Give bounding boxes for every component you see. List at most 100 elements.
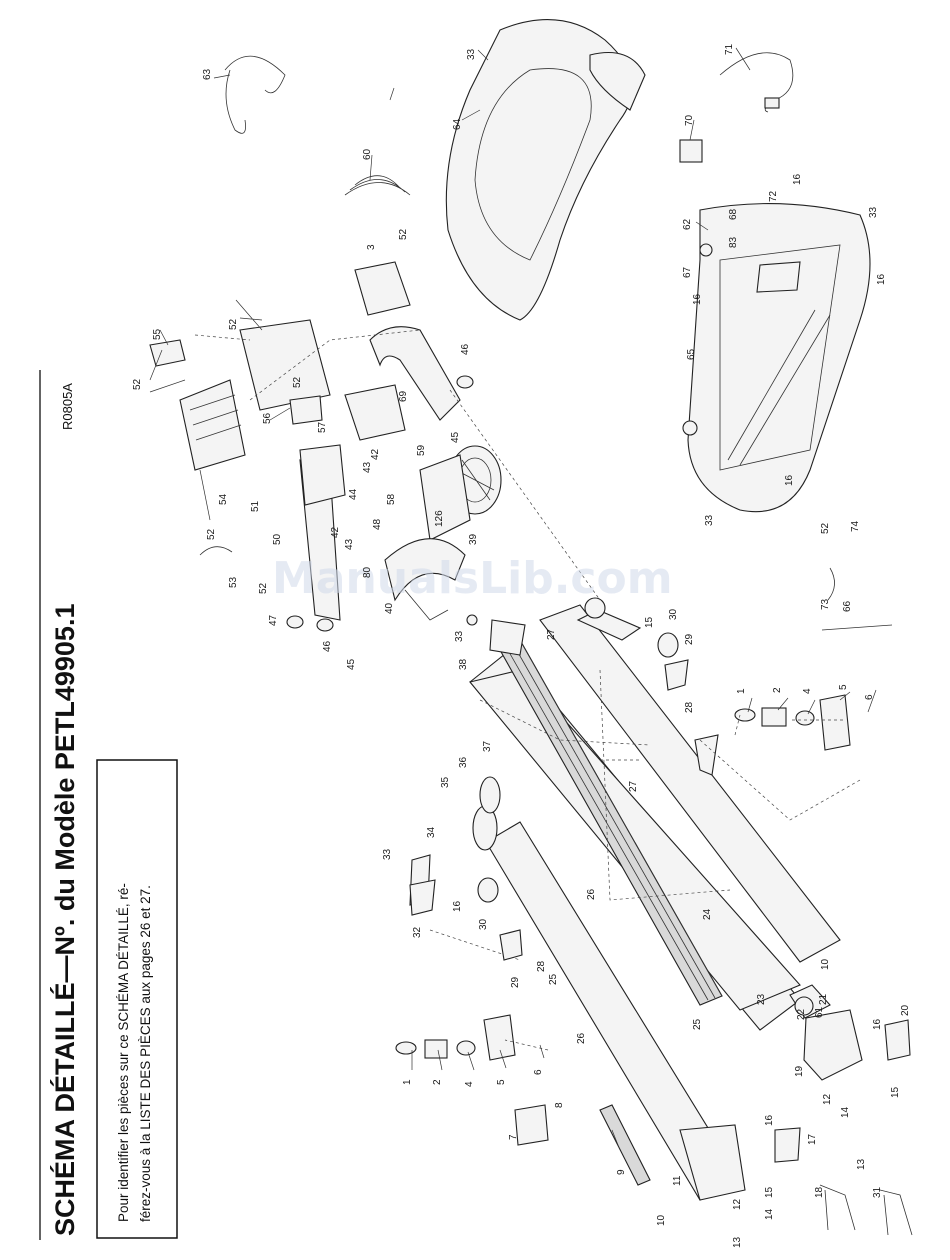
callout-part-2: 2: [772, 687, 783, 693]
callout-part-46: 46: [460, 343, 471, 355]
callout-part-61: 61: [814, 1006, 825, 1018]
callout-part-15: 15: [764, 1186, 775, 1198]
controller-plate: [239, 319, 331, 411]
decal-9: [599, 1104, 651, 1186]
callout-part-46: 46: [322, 640, 333, 652]
callout-part-59: 59: [416, 444, 427, 456]
upright-bracket: [344, 384, 406, 441]
callout-part-1: 1: [402, 1079, 413, 1085]
roller-pulley-2: [424, 1039, 448, 1059]
callout-part-52: 52: [258, 582, 269, 594]
motor-controller: [179, 379, 246, 471]
callout-part-30: 30: [478, 918, 489, 930]
roller-bracket-5: [483, 1014, 516, 1061]
front-bracket-right: [489, 619, 526, 656]
treadmill-base: [682, 203, 871, 513]
callout-part-33: 33: [454, 630, 465, 642]
callout-part-16: 16: [784, 474, 795, 486]
callout-part-19: 19: [794, 1065, 805, 1077]
callout-part-11: 11: [672, 1175, 683, 1186]
callout-part-25: 25: [692, 1018, 703, 1030]
callout-part-33: 33: [382, 848, 393, 860]
callout-part-24: 24: [702, 908, 713, 920]
callout-part-68: 68: [728, 208, 739, 220]
callout-part-32: 32: [412, 926, 423, 938]
callout-part-29: 29: [510, 976, 521, 988]
callout-part-12: 12: [822, 1093, 833, 1105]
callout-part-13: 13: [856, 1158, 867, 1170]
callout-part-4: 4: [464, 1081, 475, 1087]
callout-part-14: 14: [840, 1106, 851, 1118]
callout-part-80: 80: [362, 566, 373, 578]
callout-part-31: 31: [872, 1186, 883, 1198]
callout-part-45: 45: [450, 431, 461, 443]
callout-part-34: 34: [426, 826, 437, 838]
callout-part-52: 52: [206, 528, 217, 540]
motor-hood: [445, 19, 646, 321]
callout-part-28: 28: [536, 960, 547, 972]
callout-part-37: 37: [482, 740, 493, 752]
base-pan: [687, 203, 871, 513]
callout-part-14: 14: [764, 1208, 775, 1220]
callout-part-52: 52: [398, 228, 409, 240]
callout-part-10: 10: [656, 1214, 667, 1226]
hardware-parts: [199, 52, 913, 1236]
rear-foot-cover: [803, 1009, 863, 1081]
callout-part-55: 55: [152, 328, 163, 340]
callout-part-36: 36: [458, 756, 469, 768]
callout-part-15: 15: [644, 616, 655, 628]
watermark: ManualsLib.com: [272, 553, 673, 604]
callout-part-16: 16: [692, 293, 703, 305]
callout-part-30: 30: [668, 608, 679, 620]
callout-part-52: 52: [132, 378, 143, 390]
callout-part-42: 42: [370, 448, 381, 460]
callout-part-72: 72: [768, 190, 779, 202]
callout-part-42: 42: [330, 526, 341, 538]
callout-part-27: 27: [628, 780, 639, 792]
callout-part-51: 51: [250, 500, 261, 512]
callout-part-50: 50: [272, 533, 283, 545]
callout-part-53: 53: [228, 576, 239, 588]
callout-part-67: 67: [682, 266, 693, 278]
callout-part-60: 60: [362, 148, 373, 160]
callout-part-6: 6: [533, 1069, 544, 1075]
callout-part-8: 8: [554, 1102, 565, 1108]
callout-part-45: 45: [346, 658, 357, 670]
cushion-30a: [477, 877, 499, 903]
callout-part-26: 26: [576, 1032, 587, 1044]
rear-end-cap: [679, 1124, 746, 1201]
callout-part-16: 16: [452, 900, 463, 912]
treadmill-frame: [429, 597, 863, 1201]
callout-part-26: 26: [586, 888, 597, 900]
wire-harness-60: [344, 175, 411, 196]
callout-part-38: 38: [458, 658, 469, 670]
frame-bracket: [694, 734, 719, 776]
callout-part-63: 63: [202, 68, 213, 80]
callout-part-56: 56: [262, 412, 273, 424]
callout-part-7: 7: [508, 1134, 519, 1140]
callout-part-40: 40: [384, 602, 395, 614]
callout-part-33: 33: [868, 206, 879, 218]
instructions-line-2: férez-vous à la LISTE DES PIÈCES aux pag…: [138, 885, 153, 1222]
callout-part-39: 39: [468, 533, 479, 545]
instructions-box: [96, 759, 178, 1239]
callout-part-23: 23: [756, 993, 767, 1005]
wire-53: [199, 546, 233, 556]
cable-63: [224, 55, 286, 134]
hood-shell: [445, 19, 633, 321]
header-area: SCHÉMA DÉTAILLÉ—Nº. du Modèle PETL49905.…: [39, 370, 178, 1240]
part-callouts: 1 2 4 5 6 7 8 9 10 11 12 13 14 15 16 17 …: [132, 43, 911, 1248]
callout-part-2: 2: [432, 1079, 443, 1085]
callout-part-126: 126: [434, 510, 445, 527]
callout-part-74: 74: [850, 520, 861, 532]
callout-part-28: 28: [684, 701, 695, 713]
callout-part-71: 71: [724, 43, 735, 55]
transformer: [149, 339, 186, 367]
cushion-30b: [657, 632, 679, 658]
callout-part-83: 83: [728, 236, 739, 248]
callout-part-52: 52: [292, 376, 303, 388]
drive-belt: [384, 538, 466, 602]
callout-part-65: 65: [686, 348, 697, 360]
callout-part-9: 9: [616, 1169, 627, 1175]
upright-assembly: [149, 261, 601, 906]
